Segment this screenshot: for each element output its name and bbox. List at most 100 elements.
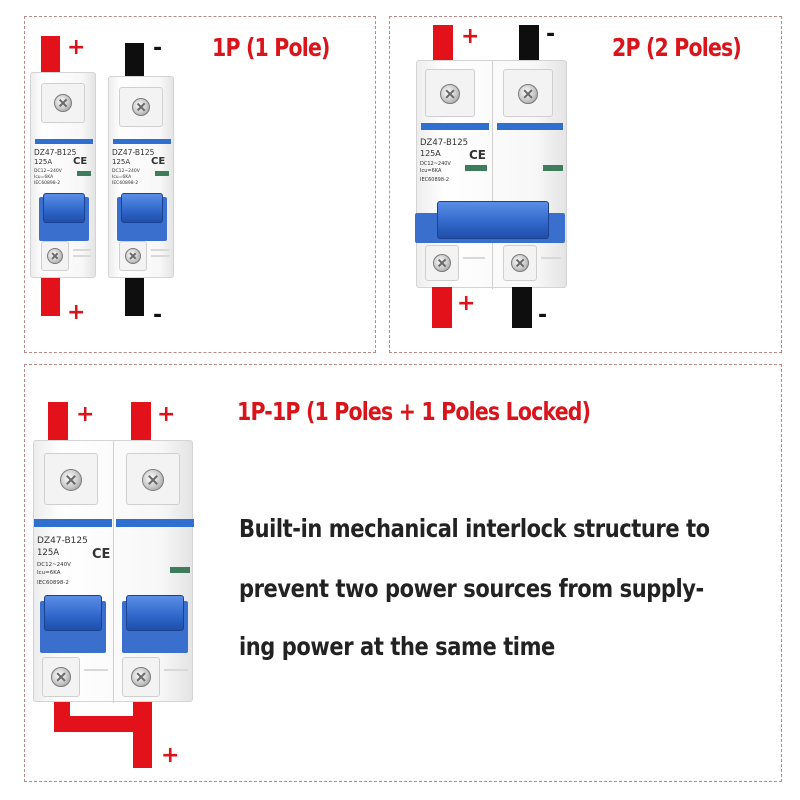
ce-mark: CE: [469, 148, 487, 162]
vent-slot: [151, 249, 169, 251]
model-label: DZ47-B125: [34, 148, 77, 157]
screw-icon: [131, 667, 151, 687]
vent-slot: [541, 257, 561, 259]
breaker-2p: DZ47-B125 125A CE DC12~240V Icu=6KA IEC6…: [415, 60, 567, 289]
negative-wire-bottom: [125, 278, 144, 316]
panel-2p-title: 2P (2 Poles): [612, 33, 742, 62]
icu-label: Icu=6KA: [37, 570, 61, 576]
rating-label: 125A: [34, 158, 53, 166]
screw-icon: [440, 84, 460, 104]
breaker-1p-1p: DZ47-B125 125A CE DC12~240V Icu=6KA IEC6…: [33, 440, 194, 703]
bottom-terminal-right: [122, 657, 160, 697]
toggle-lever[interactable]: [121, 193, 163, 223]
model-label: DZ47-B125: [37, 536, 88, 546]
vent-slot: [84, 669, 108, 671]
voltage-label: DC12~240V: [34, 169, 62, 174]
description-line-1: Built-in mechanical interlock structure …: [239, 514, 710, 543]
pole-divider: [492, 61, 493, 289]
top-terminal: [119, 87, 163, 127]
top-terminal-right: [503, 69, 553, 117]
screw-icon: [51, 667, 71, 687]
plus-sign: +: [67, 35, 86, 60]
blue-stripe: [421, 123, 489, 130]
plus-sign: +: [76, 402, 95, 427]
vent-slot: [151, 255, 169, 257]
standard-label: IEC60898-2: [37, 580, 69, 586]
negative-wire-top: [519, 25, 539, 63]
standard-label: IEC60898-2: [112, 181, 139, 186]
status-window: [170, 567, 190, 573]
description-line-3: ing power at the same time: [239, 632, 555, 661]
positive-wire-top: [433, 25, 453, 63]
bottom-terminal: [119, 241, 147, 271]
status-window: [465, 165, 487, 171]
plus-sign: +: [157, 402, 176, 427]
vent-slot: [73, 255, 91, 257]
description-line-2: prevent two power sources from supply-: [239, 574, 704, 603]
panel-1p: [24, 16, 376, 353]
status-window: [543, 165, 563, 171]
negative-wire-bottom: [512, 287, 532, 328]
voltage-label: DC12~240V: [112, 169, 140, 174]
blue-stripe: [497, 123, 563, 130]
screw-icon: [433, 254, 451, 272]
screw-icon: [132, 98, 150, 116]
vent-slot: [463, 257, 485, 259]
positive-wire-top-left: [48, 402, 68, 442]
panel-1p-1p-title: 1P-1P (1 Poles + 1 Poles Locked): [237, 397, 591, 426]
blue-stripe: [116, 519, 194, 527]
negative-wire-top: [125, 43, 144, 80]
screw-icon: [142, 469, 164, 491]
standard-label: IEC60898-2: [420, 177, 450, 183]
plus-sign: +: [461, 24, 480, 49]
status-window: [77, 171, 91, 176]
panel-1p-1p-locked: [24, 364, 782, 782]
toggle-lever-2p[interactable]: [437, 201, 549, 239]
pole-divider: [113, 441, 114, 703]
top-terminal: [41, 83, 85, 123]
voltage-label: DC12~240V: [420, 161, 451, 167]
screw-icon: [511, 254, 529, 272]
plus-sign: +: [67, 300, 86, 325]
top-terminal-left: [44, 453, 98, 505]
blue-stripe: [113, 139, 171, 144]
plus-sign: +: [161, 743, 180, 768]
toggle-lever-left[interactable]: [44, 595, 102, 631]
minus-sign: -: [153, 303, 163, 328]
status-window: [155, 171, 169, 176]
vent-slot: [164, 669, 188, 671]
screw-icon: [47, 248, 63, 264]
positive-wire-top: [41, 36, 60, 76]
ce-mark: CE: [92, 547, 111, 562]
bottom-terminal-right: [503, 245, 537, 281]
top-terminal-right: [126, 453, 180, 505]
panel-2p: [389, 16, 782, 353]
toggle-lever-right[interactable]: [126, 595, 184, 631]
screw-icon: [125, 248, 141, 264]
positive-wire-top-right: [131, 402, 151, 442]
bottom-terminal-left: [42, 657, 80, 697]
icu-label: Icu=6KA: [34, 175, 54, 180]
rating-label: 125A: [37, 548, 60, 558]
icu-label: Icu=6KA: [420, 168, 442, 174]
screw-icon: [60, 469, 82, 491]
rating-label: 125A: [420, 149, 441, 158]
model-label: DZ47-B125: [112, 148, 155, 157]
standard-label: IEC60898-2: [34, 181, 61, 186]
minus-sign: -: [538, 303, 548, 328]
positive-wire-bottom: [41, 278, 60, 316]
icu-label: Icu=6KA: [112, 175, 132, 180]
toggle-lever[interactable]: [43, 193, 85, 223]
voltage-label: DC12~240V: [37, 562, 71, 568]
minus-sign: -: [546, 22, 556, 47]
panel-1p-title: 1P (1 Pole): [212, 33, 330, 62]
model-label: DZ47-B125: [420, 138, 469, 148]
blue-stripe: [35, 139, 93, 144]
vent-slot: [73, 249, 91, 251]
blue-stripe: [34, 519, 112, 527]
ce-mark: CE: [73, 156, 88, 167]
jumper-wire-right: [133, 702, 152, 768]
top-terminal-left: [425, 69, 475, 117]
screw-icon: [518, 84, 538, 104]
breaker-1p-left: DZ47-B125 125A CE DC12~240V Icu=6KA IEC6…: [30, 72, 96, 278]
